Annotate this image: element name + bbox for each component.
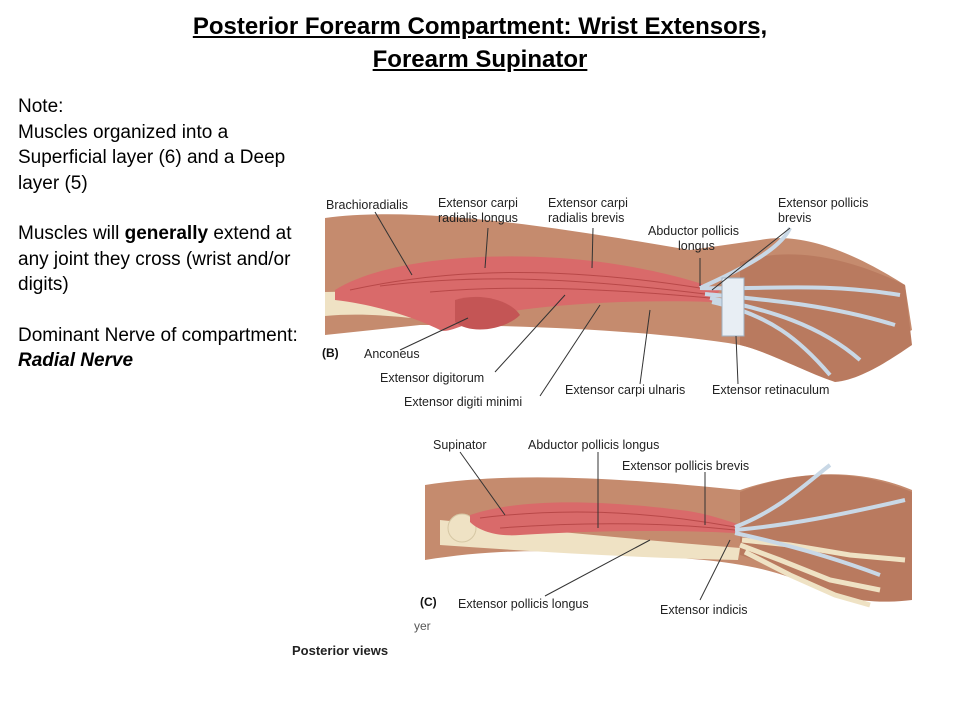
label-apl-line1: Abductor pollicis (648, 224, 739, 238)
figure-c-labels: (C) Supinator Abductor pollicis longus E… (420, 438, 749, 617)
figure-c-leaders (459, 451, 731, 601)
note-action: Muscles will generally extend at any joi… (18, 221, 318, 298)
note-organization: Muscles organized into a Superficial lay… (18, 121, 286, 194)
figure-c-illustration (425, 463, 912, 608)
figure-b-leaders (374, 211, 791, 397)
hand-bones-c (739, 537, 906, 608)
label-ecrl-line1: Extensor carpi (438, 196, 518, 210)
note-nerve: Dominant Nerve of compartment: Radial Ne… (18, 323, 318, 374)
figure-c-panel-label: (C) (420, 595, 437, 609)
label-brachioradialis: Brachioradialis (326, 198, 408, 212)
tendons-c (734, 463, 906, 577)
note-action-pre: Muscles will (18, 223, 125, 244)
note-heading: Note: (18, 96, 64, 117)
tendons-b (699, 227, 901, 377)
label-extensor-digitorum: Extensor digitorum (380, 371, 484, 385)
label-apl-c: Abductor pollicis longus (528, 438, 659, 452)
label-anconeus: Anconeus (364, 347, 420, 361)
title-line-1: Posterior Forearm Compartment: Wrist Ext… (192, 13, 768, 40)
note-action-post: extend at any joint they cross (wrist an… (18, 223, 292, 295)
figure-b-panel-label: (B) (322, 346, 339, 360)
label-ecrl-line2: radialis longus (438, 211, 518, 225)
label-extensor-digiti-minimi: Extensor digiti minimi (404, 395, 522, 409)
label-apl-line2: longus (678, 239, 715, 253)
figure-b-labels: (B) Brachioradialis Extensor carpi radia… (322, 196, 868, 409)
caption-posterior-views: Posterior views (292, 643, 389, 658)
notes-panel: Note: Muscles organized into a Superfici… (18, 94, 318, 374)
label-ecu: Extensor carpi ulnaris (565, 383, 685, 397)
deep-muscles-c (470, 502, 740, 536)
hand-b (740, 254, 912, 382)
label-supinator: Supinator (433, 438, 487, 452)
label-epl-c: Extensor pollicis longus (458, 597, 589, 611)
caption-fragment: yer (414, 619, 431, 633)
elbow-bone-c (447, 513, 477, 543)
note-nerve-pre: Dominant Nerve of compartment: (18, 324, 298, 346)
title-line-2: Forearm Supinator (372, 46, 588, 73)
label-extensor-indicis: Extensor indicis (660, 603, 748, 617)
note-action-bold: generally (124, 223, 209, 244)
muscle-mass-b (335, 256, 720, 331)
note-nerve-emph: Radial Nerve (18, 350, 134, 371)
label-epb-line2: brevis (778, 211, 811, 225)
label-ecrb-line2: radialis brevis (548, 211, 624, 225)
label-extensor-retinaculum: Extensor retinaculum (712, 383, 829, 397)
page-title: Posterior Forearm Compartment: Wrist Ext… (0, 10, 960, 76)
retinaculum-band-b (721, 277, 745, 337)
anconeus-b (455, 296, 520, 330)
figure-b-illustration (325, 214, 912, 382)
label-ecrb-line1: Extensor carpi (548, 196, 628, 210)
label-epb-c: Extensor pollicis brevis (622, 459, 749, 473)
label-epb-line1: Extensor pollicis (778, 196, 868, 210)
